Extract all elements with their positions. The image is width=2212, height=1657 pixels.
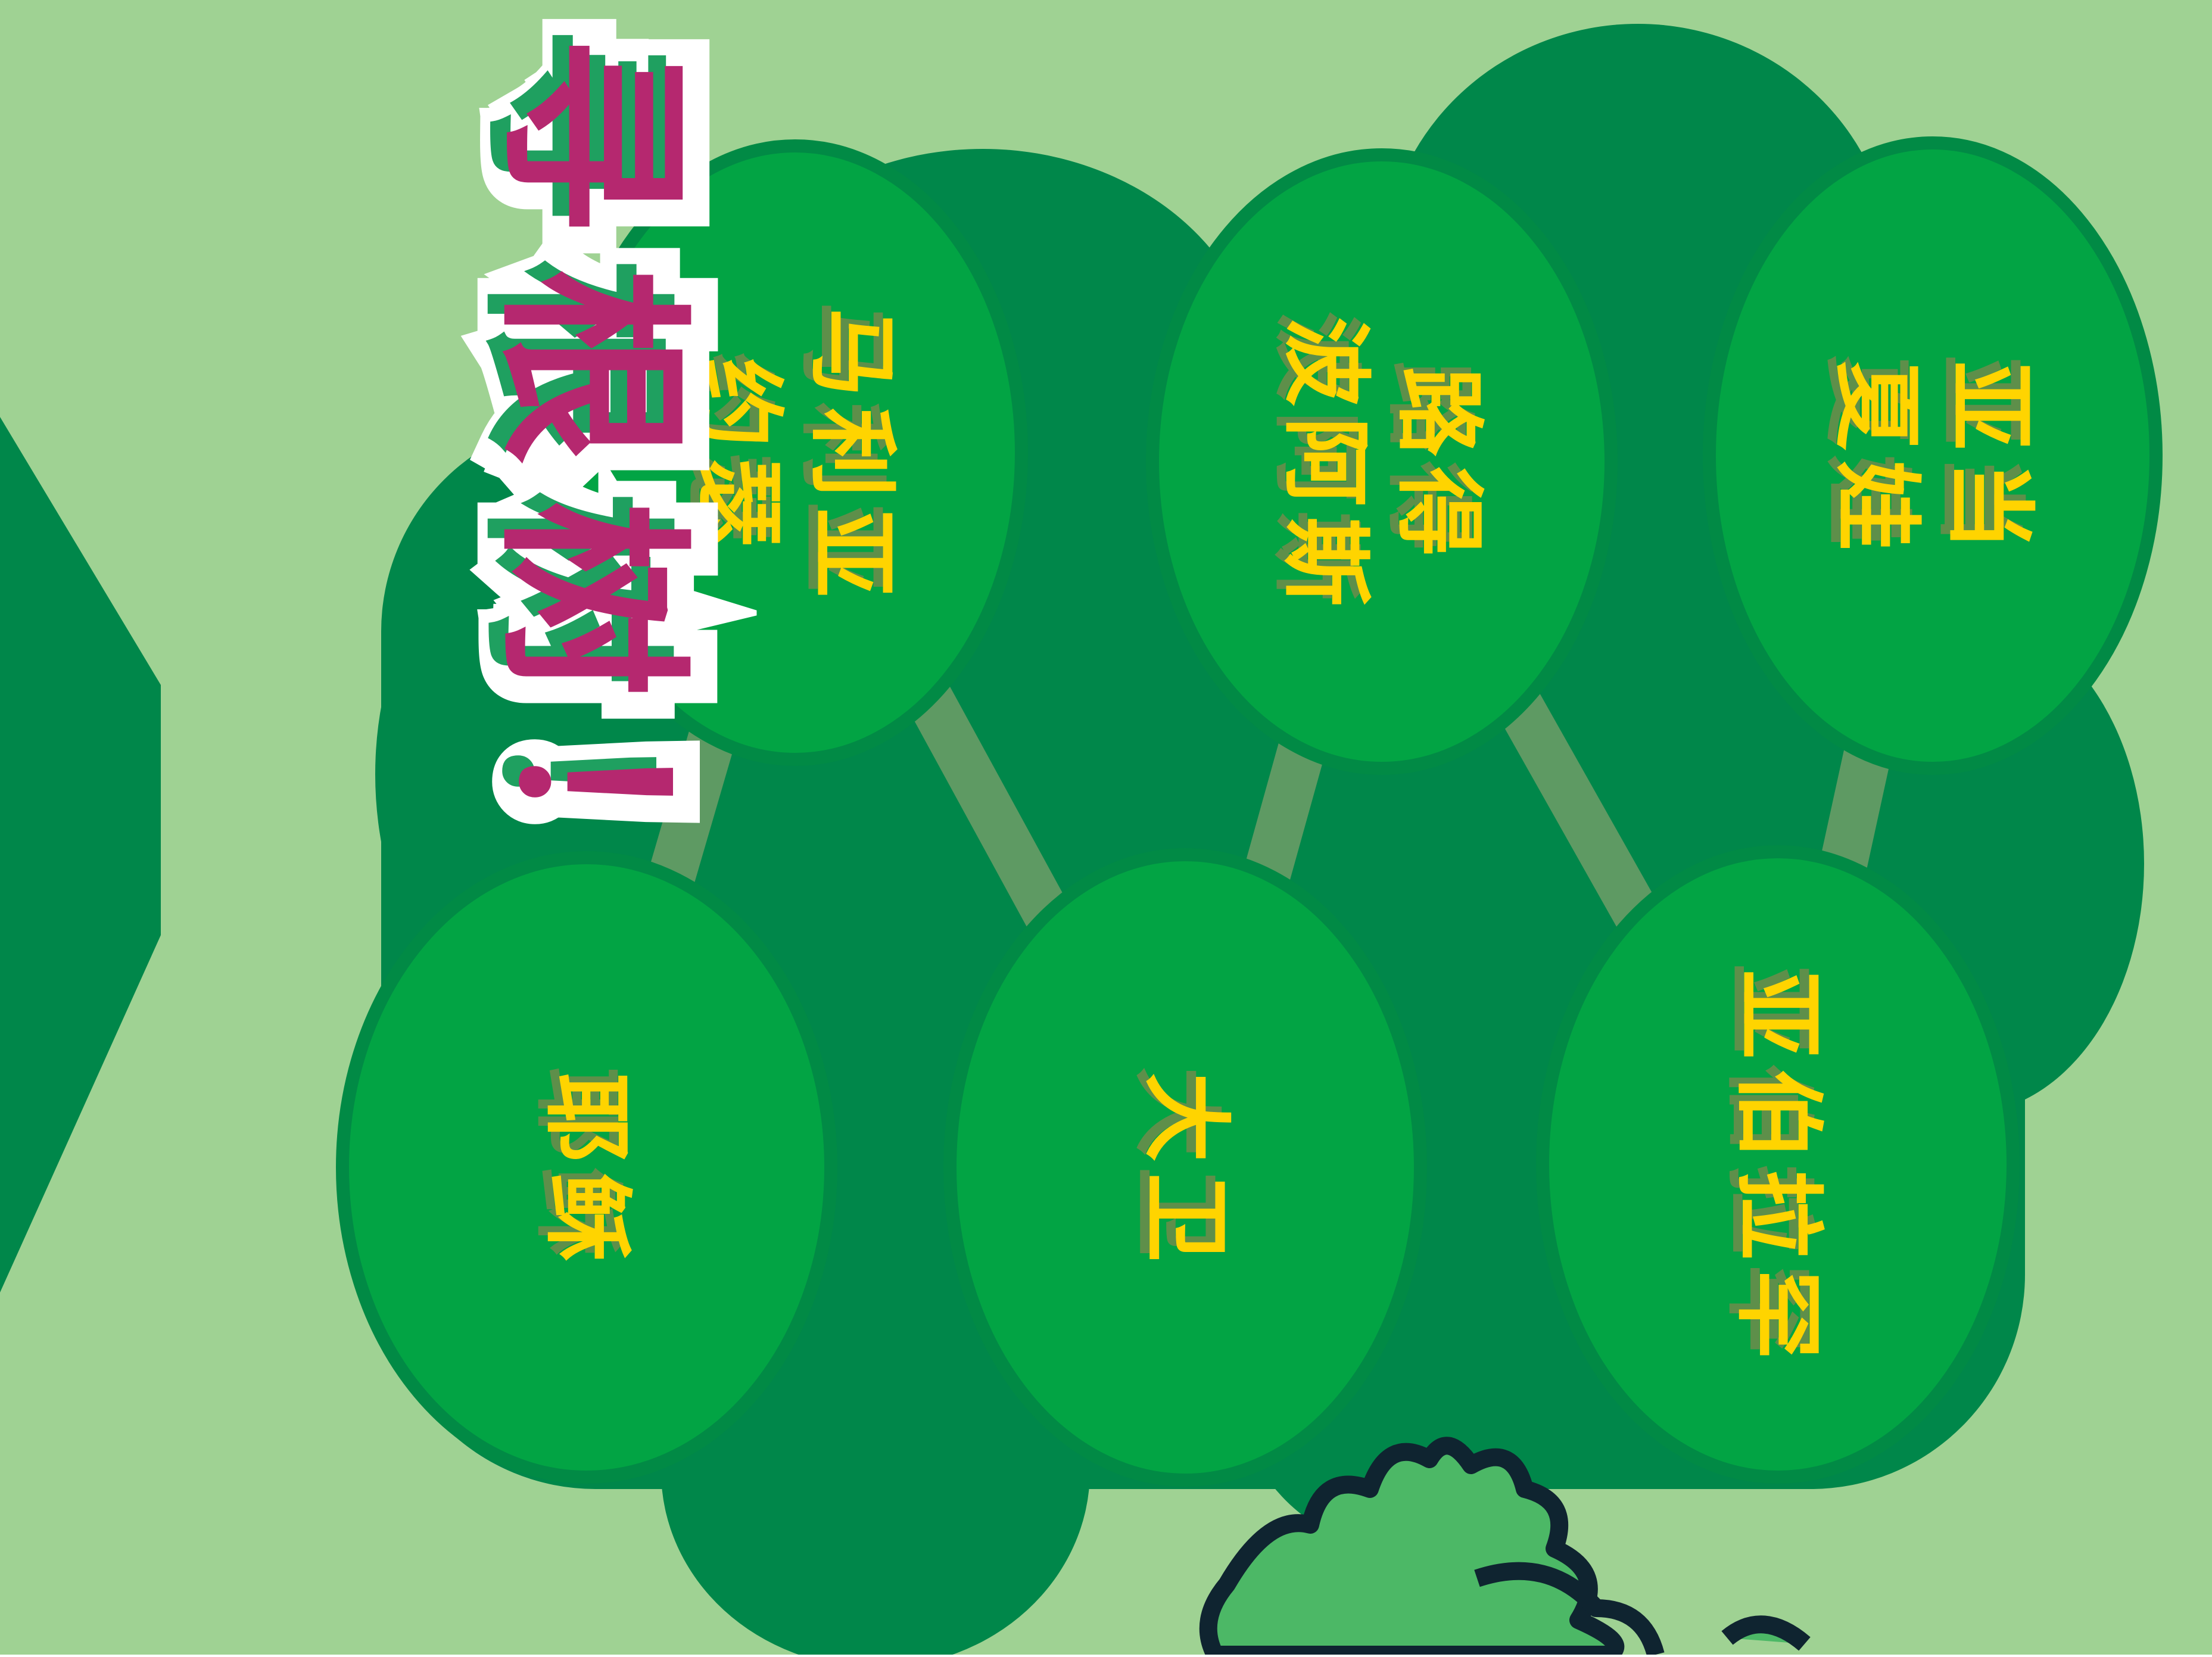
label-char: 稣 — [535, 1173, 638, 1262]
label-shadow: 得 — [1377, 461, 1481, 550]
leaf-ellipse — [1146, 148, 1618, 775]
tree-trunk — [0, 417, 161, 1292]
label-shadow: 马 — [790, 302, 894, 391]
page-title: 寻根树！ — [476, 36, 705, 965]
label-char: 得 — [1387, 467, 1490, 556]
label-char: 伯 — [1726, 1070, 1830, 1159]
label-char: 波 — [1273, 317, 1377, 406]
leaf-ellipse — [336, 851, 837, 1484]
label-shadow: 娃 — [1815, 455, 1918, 544]
label-char: 亚 — [1726, 970, 1830, 1059]
label-char: 阿 — [1273, 417, 1377, 506]
label-shadow: 利 — [790, 402, 894, 491]
label-shadow: 约 — [677, 352, 781, 441]
label-shadow: 耶 — [525, 1067, 629, 1156]
label-shadow: 拉 — [1716, 1164, 1820, 1253]
label-shadow: 亚 — [1928, 355, 2032, 444]
label-shadow: 大 — [1124, 1067, 1227, 1156]
nodes-layer: 亚亚当当夏夏娃娃亚亚伯伯拉拉罕罕路路得得波波阿阿斯斯大大卫卫马马利利亚亚约约瑟瑟… — [336, 136, 2163, 1487]
label-shadow: 夏 — [1815, 355, 1918, 445]
label-shadow: 伯 — [1716, 1064, 1820, 1153]
label-char: 卫 — [1133, 1173, 1237, 1262]
label-char: 斯 — [1273, 517, 1377, 606]
label-char: 娃 — [1824, 461, 1928, 550]
label-shadow: 稣 — [525, 1167, 629, 1256]
label-shadow: 卫 — [1124, 1167, 1227, 1256]
label-shadow: 当 — [1928, 455, 2032, 544]
label-char: 耶 — [535, 1073, 638, 1162]
label-shadow: 路 — [1377, 361, 1481, 451]
label-char: 瑟 — [687, 458, 790, 547]
label-char: 大 — [1133, 1073, 1237, 1162]
label-shadow: 波 — [1264, 311, 1367, 400]
label-char: 罕 — [1726, 1270, 1830, 1359]
leaf-ellipse — [1536, 845, 2020, 1484]
label-char: 利 — [800, 408, 904, 497]
label-shadow: 斯 — [1264, 511, 1367, 600]
label-char: 亚 — [800, 508, 904, 597]
label-char: 拉 — [1726, 1170, 1830, 1259]
leaf-ellipse — [1703, 136, 2163, 775]
label-shadow: 罕 — [1716, 1264, 1820, 1353]
label-char: 马 — [800, 308, 904, 397]
label-shadow: 亚 — [1716, 964, 1820, 1053]
label-char: 约 — [687, 358, 790, 447]
label-char: 夏 — [1824, 361, 1928, 451]
label-char: 亚 — [1937, 361, 2041, 450]
label-shadow: 亚 — [790, 502, 894, 591]
label-char: 当 — [1937, 461, 2041, 550]
parsley-sprig — [1199, 1437, 1811, 1657]
leaf-ellipse — [562, 139, 1028, 766]
label-shadow: 瑟 — [677, 452, 781, 541]
label-shadow: 阿 — [1264, 411, 1367, 500]
leaf-ellipse — [943, 848, 1427, 1487]
label-char: 路 — [1387, 367, 1490, 457]
